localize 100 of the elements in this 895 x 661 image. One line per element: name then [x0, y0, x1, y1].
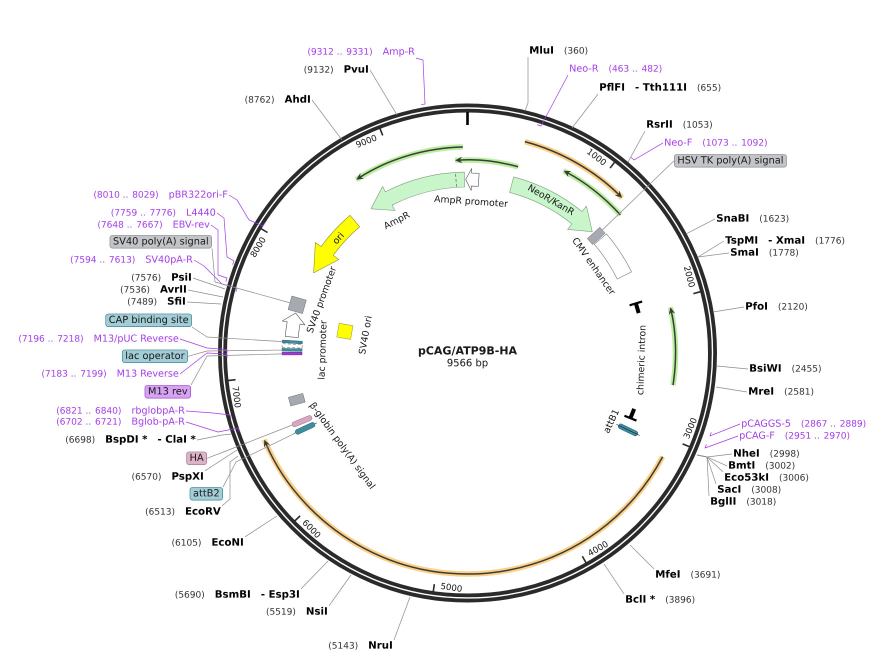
leader-line: [710, 424, 740, 436]
leader-line: [188, 350, 282, 357]
leader-line: [604, 564, 624, 594]
feature-label: attB1: [604, 410, 619, 433]
leader-line: [244, 516, 278, 538]
primer-label: (7648 .. 7667) EBV-rev: [98, 220, 210, 229]
feature-tag: attB2: [190, 487, 223, 500]
leader-line: [228, 194, 266, 226]
leader-line: [206, 424, 292, 459]
leader-line: [416, 58, 426, 105]
cut-site-label: (5690) BsmBI - Esp3I: [176, 590, 299, 600]
leader-line: [370, 70, 398, 116]
cut-site-label: (9132) PvuI: [304, 65, 368, 74]
cut-site-label: MreI (2581): [749, 387, 814, 396]
primer-label: Neo-R (463 .. 482): [570, 64, 662, 73]
leader-line: [196, 434, 232, 440]
leader-line: [216, 212, 234, 266]
leader-line: [180, 338, 228, 354]
primer-label: (7183 .. 7199) M13 Reverse: [42, 370, 178, 378]
leader-line: [186, 302, 222, 304]
leader-line: [188, 290, 224, 298]
cut-site-label: (8762) AhdI: [245, 94, 310, 104]
primer-label: (8010 .. 8029) pBR322ori-F: [94, 190, 228, 200]
leader-line: [630, 544, 654, 570]
cut-site-label: (6105) EcoNI: [172, 538, 243, 547]
feature-label: SV40 ori: [358, 316, 372, 354]
cut-site-label: BglII (3018): [711, 496, 776, 507]
tick-label: 2000: [684, 266, 695, 287]
leader-line: [186, 410, 232, 420]
cut-site-label: (6513) EcoRV: [146, 507, 221, 516]
feature-label: chimeric intron: [636, 326, 646, 395]
feature-bar: [282, 340, 303, 344]
cut-site-label: PflFI - Tth111I (655): [600, 82, 720, 92]
cut-site-label: (7576) PsiI: [132, 272, 191, 282]
feature-tag: HA: [186, 452, 207, 465]
cut-site-label: RsrII (1053): [647, 120, 712, 129]
primer-label: (6821 .. 6840) rbglobpA-R: [57, 406, 185, 416]
leader-line: [712, 306, 744, 312]
cut-site-label: NheI (2998): [734, 448, 799, 458]
feature-tag: CAP binding site: [105, 314, 192, 327]
primer-label: (9312 .. 9331) Amp-R: [308, 48, 415, 57]
leader-line: [524, 56, 528, 112]
leader-line: [192, 278, 226, 290]
cut-site-label: (5519) NsiI: [266, 606, 327, 616]
leader-line: [222, 432, 296, 488]
leader-line: [696, 454, 710, 496]
leader-line: [572, 94, 598, 128]
feature-tag: M13 rev: [144, 385, 191, 398]
tick-label: 5000: [440, 582, 462, 592]
tick-label: 9000: [356, 134, 376, 148]
cut-site-label: BmtI (3002): [729, 461, 794, 470]
tick-label: 7000: [232, 386, 241, 408]
feature-bar: [282, 348, 302, 352]
primer-label: pCAGGS-5 (2867 .. 2889): [742, 420, 866, 429]
leader-line: [222, 456, 238, 506]
tick-label: 4000: [589, 541, 608, 555]
cut-site-label: (6570) PspXI: [132, 472, 203, 482]
leader-line: [212, 248, 290, 304]
leader-line: [628, 130, 646, 162]
leader-line: [186, 422, 240, 432]
leader-line: [630, 142, 664, 160]
primer-label: (7759 .. 7776) L4440: [112, 208, 216, 217]
leader-line: [328, 574, 352, 606]
feature-label: AmpR promoter: [434, 195, 508, 207]
cut-site-label: BsiWI (2455): [750, 364, 821, 373]
primer-label: (7594 .. 7613) SV40pA-R: [70, 256, 193, 265]
cut-site-label: PfoI (2120): [746, 302, 808, 311]
tick-label: 3000: [683, 418, 696, 439]
cut-site-label: Eco53kI (3006): [725, 472, 808, 482]
leader-line: [180, 352, 228, 374]
cut-site-label: SnaBI (1623): [716, 214, 788, 223]
cut-site-label: TspMI - XmaI (1776): [725, 236, 844, 246]
primer-label: pCAG-F (2951 .. 2970): [740, 432, 850, 441]
sequence-length: 9566 bp: [447, 358, 488, 368]
cut-site-label: (7536) AvrII: [120, 285, 186, 294]
leader-line: [210, 224, 228, 282]
feature-block: [288, 296, 307, 314]
cut-site-label: BclI * (3896): [626, 594, 694, 604]
leader-line: [190, 354, 282, 386]
leader-line: [704, 436, 738, 448]
leader-line: [394, 596, 410, 640]
cut-site-label: MluI (360): [530, 46, 588, 55]
feature-tag: HSV TK poly(A) signal: [674, 154, 787, 168]
feature-label: lac promoter: [318, 320, 328, 379]
cut-site-label: (5143) NruI: [329, 641, 392, 650]
leader-line: [300, 560, 328, 590]
cut-site-label: SacI (3008): [718, 485, 780, 494]
leader-line: [698, 240, 724, 258]
leader-line: [698, 252, 730, 258]
feature-bar: [282, 352, 302, 356]
leader-line: [312, 100, 342, 140]
primer-label: (6702 .. 6721) Bglob-pA-R: [56, 417, 185, 427]
leader-line: [536, 74, 568, 126]
map-title: pCAG/ATP9B-HA: [418, 346, 517, 357]
leader-line: [716, 366, 748, 370]
leader-line: [602, 160, 674, 230]
leader-line: [192, 326, 282, 342]
primer-label: Neo-F (1073 .. 1092): [665, 138, 767, 147]
cut-site-label: SmaI (1778): [730, 248, 798, 257]
feature-tag: SV40 poly(A) signal: [110, 235, 212, 248]
